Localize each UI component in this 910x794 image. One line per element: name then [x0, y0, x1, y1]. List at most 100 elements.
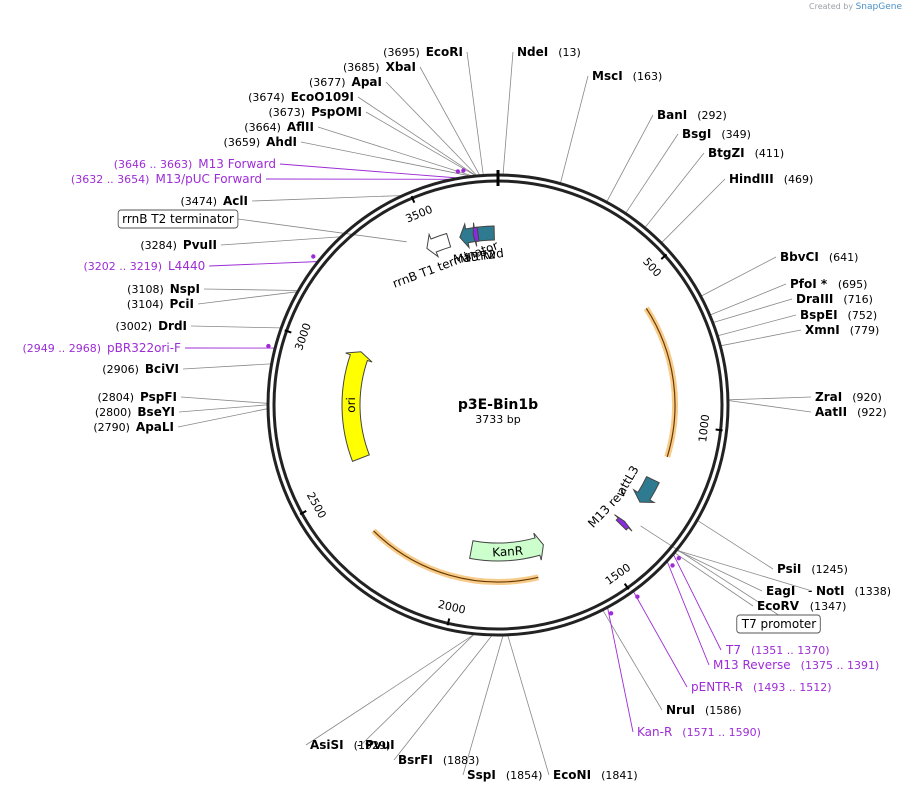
enzyme-name: BbvCI	[780, 250, 819, 264]
enzyme-name: BtgZI	[708, 146, 745, 160]
scale-label: 2500	[304, 490, 329, 521]
enzyme-leader	[674, 552, 754, 607]
credit-prefix: Created by	[809, 2, 854, 11]
enzyme-name: BanI	[657, 108, 687, 122]
orf-arrow	[645, 307, 676, 458]
enzyme-position: (3474)	[180, 195, 217, 208]
enzyme-position: (920)	[852, 391, 882, 404]
primer-name: L4440	[168, 259, 205, 273]
enzyme-leader	[360, 634, 474, 746]
enzyme-leader	[177, 408, 268, 428]
enzyme-name: EcoRV	[757, 599, 800, 613]
enzyme-position: (3695)	[383, 46, 420, 59]
primer-mark	[266, 343, 271, 349]
primer-name: T7	[725, 643, 741, 657]
enzyme-position: (411)	[755, 147, 785, 160]
enzyme-name: MscI	[592, 69, 623, 83]
enzyme-leader	[462, 635, 504, 776]
primer-mark	[608, 611, 614, 616]
scale-tick	[284, 329, 292, 334]
enzyme-name: PciI	[170, 297, 195, 311]
enzyme-position: (3674)	[248, 91, 285, 104]
enzyme-leader	[677, 550, 813, 592]
enzyme-position: (2906)	[102, 363, 139, 376]
enzyme-name: BspEI	[800, 308, 838, 322]
scale-label: 500	[640, 255, 664, 279]
primer-mark	[455, 169, 461, 174]
enzyme-name: SspI	[467, 768, 496, 782]
enzyme-position: (695)	[838, 278, 868, 291]
enzyme-name: EcoNI	[553, 768, 591, 782]
enzyme-name: AflII	[287, 120, 314, 134]
enzyme-position: (3002)	[115, 320, 152, 333]
primer-leader	[632, 589, 688, 688]
enzyme-position: (1245)	[811, 563, 848, 576]
feature-label: ori	[344, 397, 358, 413]
enzyme-name: BciVI	[145, 362, 179, 376]
enzyme-position: (2804)	[97, 391, 134, 404]
feature-label: KanR	[492, 544, 524, 560]
enzyme-leader	[365, 111, 475, 176]
primer-range: (1351 .. 1370)	[751, 644, 830, 657]
enzyme-name: NotI	[816, 584, 845, 598]
scale-tick	[623, 583, 630, 590]
callout-leader	[640, 525, 779, 616]
enzyme-name: AatII	[815, 405, 847, 419]
scale-label: 1000	[696, 414, 712, 443]
primer-name: M13 Reverse	[713, 658, 791, 672]
feature-kanr	[469, 532, 544, 562]
enzyme-name: NruI	[666, 703, 695, 717]
enzyme-leader	[507, 635, 550, 776]
feature-callout-box	[117, 209, 239, 229]
enzyme-position: (469)	[784, 173, 814, 186]
enzyme-position: (349)	[721, 128, 751, 141]
primer-name: M13/pUC Forward	[155, 172, 262, 186]
scale-tick	[410, 195, 416, 204]
enzyme-name: BsgI	[682, 127, 711, 141]
primer-mark	[311, 254, 316, 259]
enzyme-name: XmnI	[805, 323, 840, 337]
enzyme-name: AclI	[223, 194, 248, 208]
enzyme-leader	[305, 634, 474, 746]
enzyme-position: (3104)	[127, 298, 164, 311]
primer-leader	[666, 559, 710, 666]
credit-brand: SnapGene	[855, 2, 902, 12]
enzyme-position: (1586)	[705, 704, 742, 717]
orf-arrow	[373, 530, 539, 583]
enzyme-name: PvuI	[365, 738, 395, 752]
orf-halo	[643, 306, 678, 458]
enzyme-leader	[178, 404, 268, 413]
primer-range: (3646 .. 3663)	[114, 158, 193, 171]
enzyme-position: (1883)	[443, 754, 480, 767]
pair-separator: -	[357, 738, 361, 752]
enzyme-name: NdeI	[517, 45, 548, 59]
enzyme-position: (3108)	[127, 283, 164, 296]
enzyme-name: PspOMI	[311, 105, 362, 119]
enzyme-position: (292)	[697, 109, 727, 122]
enzyme-leader	[661, 178, 726, 243]
plasmid-name: p3E-Bin1b	[458, 397, 538, 413]
enzyme-name: PvuII	[183, 238, 217, 252]
enzyme-position: (922)	[857, 406, 887, 419]
enzyme-leader	[300, 141, 470, 177]
primer-range: (1375 .. 1391)	[801, 659, 880, 672]
enzyme-name: BsrFI	[398, 753, 433, 767]
feature-label: attR2	[463, 247, 497, 265]
enzyme-name: PfoI *	[790, 277, 828, 291]
enzyme-position: (1338)	[855, 585, 892, 598]
snapgene-credit: Created by SnapGene	[809, 2, 902, 12]
primer-range: (3632 .. 3654)	[71, 173, 150, 186]
enzyme-name: ApaLI	[136, 420, 174, 434]
enzyme-name: DraIII	[796, 292, 833, 306]
primer-name: Kan-R	[637, 725, 672, 739]
enzyme-position: (3664)	[244, 121, 281, 134]
primer-name: pBR322ori-F	[107, 341, 181, 355]
enzyme-position: (779)	[850, 324, 880, 337]
feature-rrnb-t1-terminator	[426, 232, 452, 259]
enzyme-leader	[718, 314, 797, 336]
enzyme-position: (1854)	[506, 769, 543, 782]
enzyme-position: (2790)	[93, 421, 130, 434]
enzyme-name: NspI	[170, 282, 200, 296]
enzyme-leader	[393, 635, 492, 761]
